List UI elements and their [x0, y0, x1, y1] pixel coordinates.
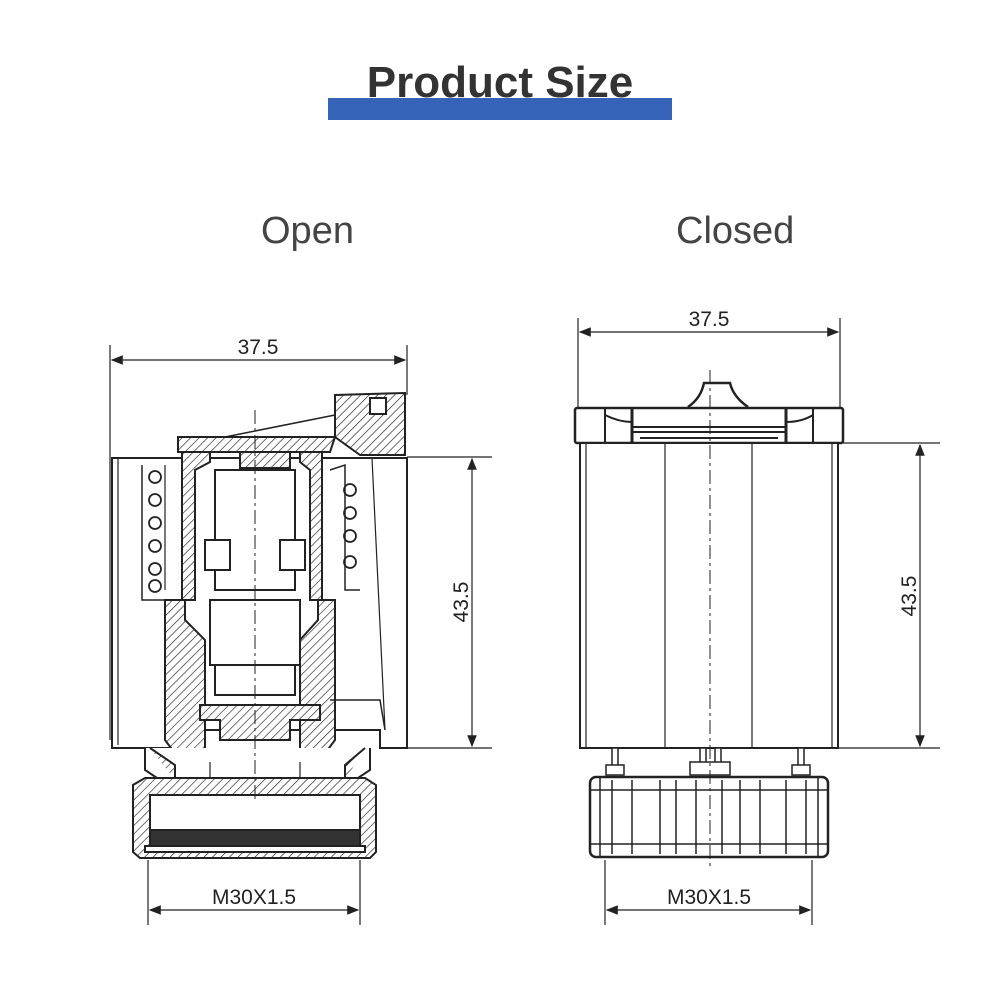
open-dimensions: [109, 345, 492, 925]
closed-height-dim: 43.5: [898, 576, 921, 617]
open-height-dim: 43.5: [450, 582, 473, 623]
view-label-open: Open: [261, 210, 354, 252]
open-thread-dim: M30X1.5: [212, 886, 296, 909]
view-label-closed: Closed: [676, 210, 795, 252]
page-title: Product Size: [366, 58, 634, 107]
closed-thread-dim: M30X1.5: [667, 886, 751, 909]
closed-width-dim: 37.5: [689, 308, 730, 331]
open-view-drawing: [111, 391, 408, 859]
title-underline: [328, 98, 672, 120]
closed-view-drawing: [573, 370, 845, 870]
open-width-dim: 37.5: [238, 336, 279, 359]
closed-dimensions: [577, 318, 940, 925]
